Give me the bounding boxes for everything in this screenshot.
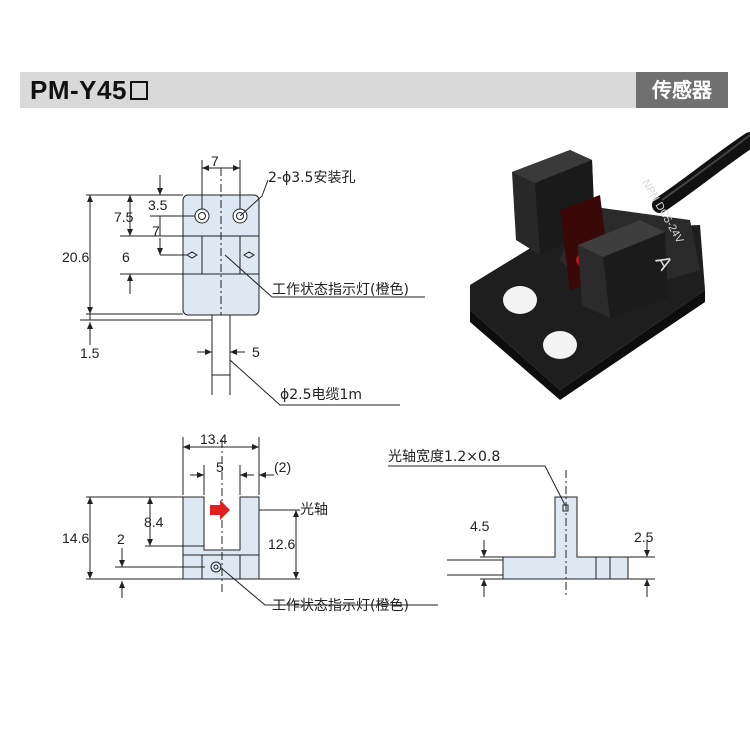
- indicator-led-front: [210, 561, 222, 573]
- dim-top-width: 7: [211, 153, 219, 169]
- dim-6: 6: [122, 249, 130, 265]
- dim-3-5: 3.5: [148, 197, 168, 213]
- dim-12-6: 12.6: [268, 536, 295, 552]
- cable-label: ϕ2.5电缆1m: [280, 387, 362, 403]
- light-direction-arrow: [210, 500, 230, 520]
- dim-2: 2: [117, 531, 125, 547]
- indicator-diamond-left: [186, 251, 198, 259]
- axis-width-label: 光轴宽度1.2×0.8: [388, 448, 500, 465]
- dim-2-5: 2.5: [634, 529, 654, 545]
- product-photo: NPN DC5-24V A: [470, 132, 750, 400]
- top-view-labels: 7 2-ϕ3.5安装孔 3.5 7.5 7 20.6 6 工作状态指示灯(橙色)…: [62, 153, 409, 403]
- top-view: [80, 160, 425, 406]
- mount-hole-label: 2-ϕ3.5安装孔: [268, 170, 355, 186]
- dim-20-6: 20.6: [62, 249, 89, 265]
- photo-hole-right: [543, 331, 577, 359]
- dim-14-6: 14.6: [62, 530, 89, 546]
- header-bar: PM-Y45 传感器: [20, 72, 728, 108]
- indicator-label-front: 工作状态指示灯(橙色): [272, 597, 409, 614]
- dim-1-5: 1.5: [80, 345, 100, 361]
- model-title: PM-Y45: [30, 75, 148, 105]
- dim-7-5: 7.5: [114, 209, 134, 225]
- front-view: [86, 437, 438, 606]
- dim-8-4: 8.4: [144, 514, 164, 530]
- side-view: [388, 465, 655, 598]
- dim-7: 7: [152, 223, 160, 239]
- model-name: PM-Y45: [30, 75, 127, 105]
- dim-paren-2: (2): [274, 459, 291, 475]
- photo-hole-left: [503, 286, 537, 314]
- model-suffix-box: [129, 81, 148, 100]
- category-tag: 传感器: [636, 72, 728, 108]
- dim-cable-5: 5: [252, 344, 260, 360]
- indicator-diamond-right: [243, 251, 255, 259]
- cable: [211, 314, 231, 376]
- dim-slot-5: 5: [216, 459, 224, 475]
- indicator-label-top: 工作状态指示灯(橙色): [272, 281, 409, 298]
- side-view-labels: 光轴宽度1.2×0.8 4.5 2.5: [388, 448, 654, 545]
- dim-4-5: 4.5: [470, 518, 490, 534]
- front-view-labels: 13.4 5 (2) 光轴 8.4 14.6 2 12.6 工作状态指示灯(橙色…: [62, 431, 409, 614]
- dim-13-4: 13.4: [200, 431, 227, 447]
- optical-axis-label: 光轴: [300, 502, 328, 518]
